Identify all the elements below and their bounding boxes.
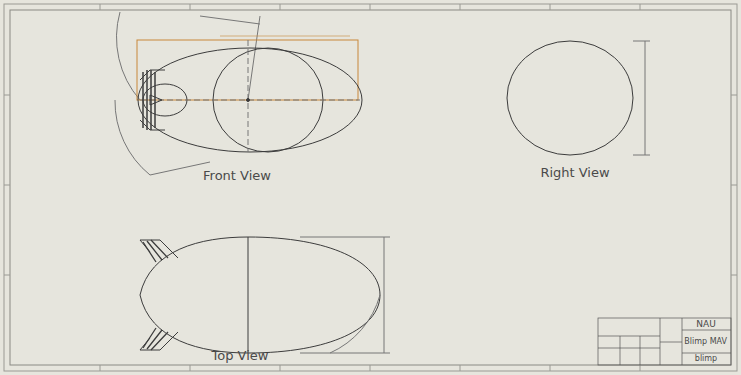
title-block-text: NAU bbox=[696, 320, 715, 329]
view-title: Top View bbox=[212, 349, 269, 362]
view-title: Right View bbox=[540, 166, 609, 179]
title-block-text: Blimp MAV bbox=[684, 338, 727, 346]
title-block-text: blimp bbox=[695, 355, 717, 363]
view-title: Front View bbox=[203, 169, 271, 182]
